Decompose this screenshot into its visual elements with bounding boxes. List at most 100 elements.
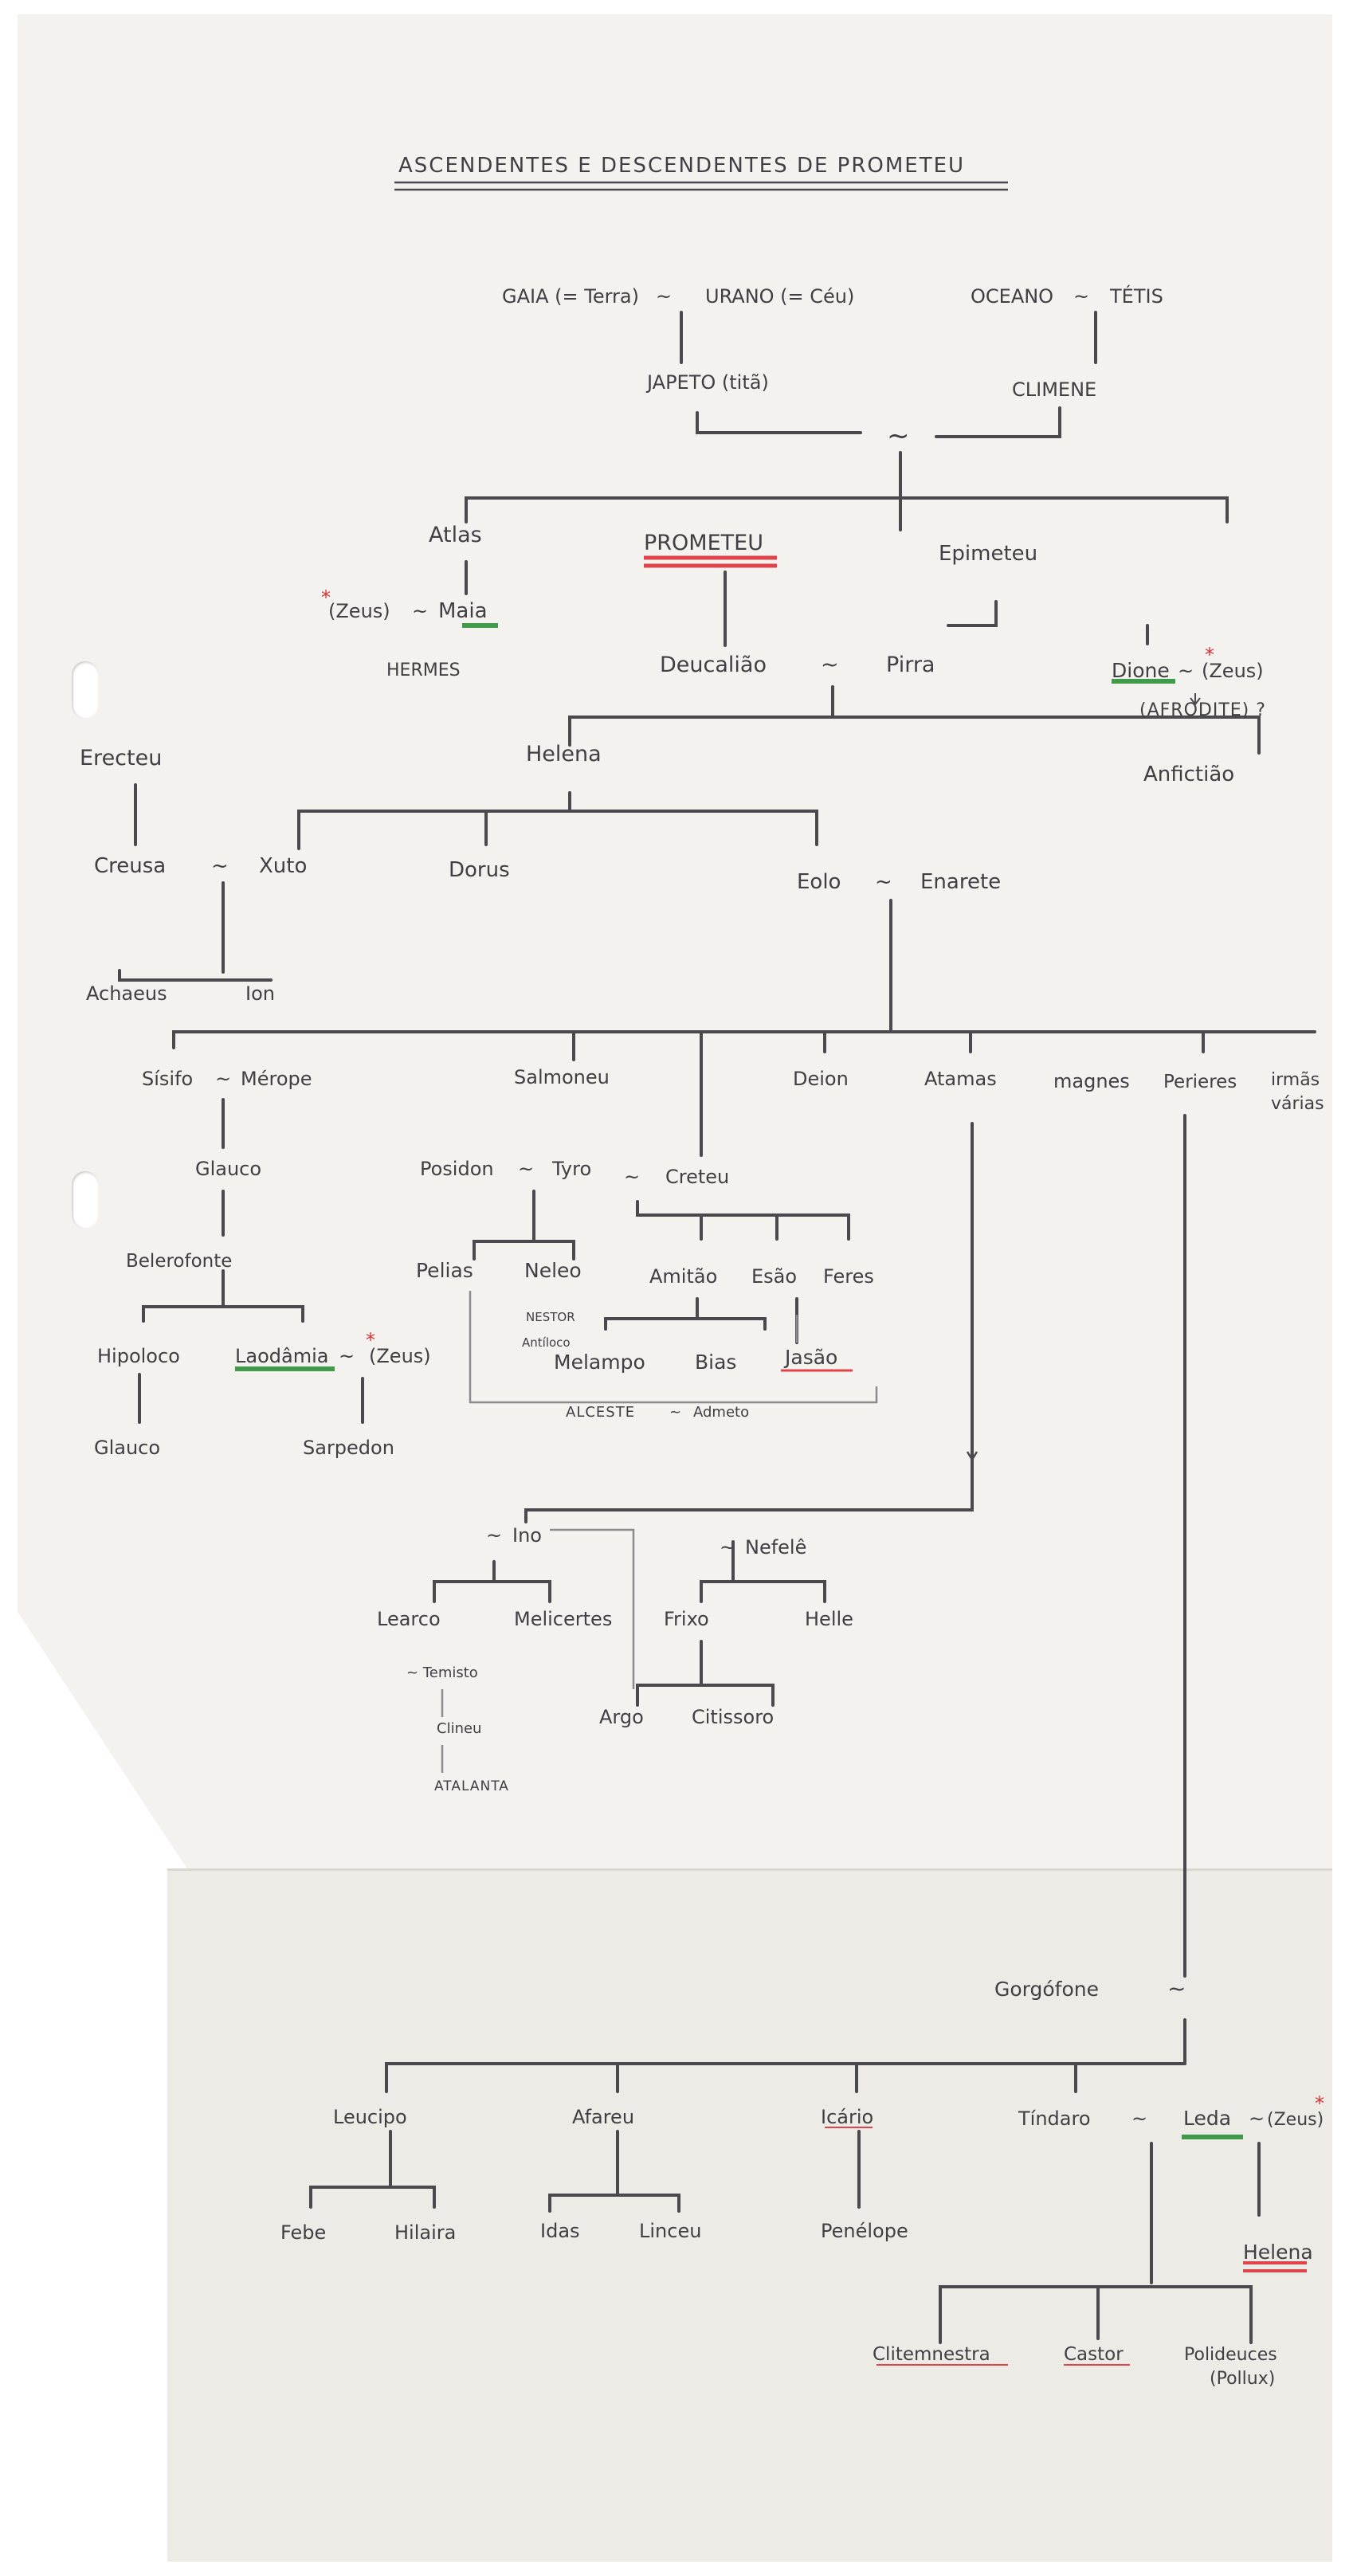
node-penelope: Penélope: [821, 2220, 908, 2242]
node-posidon: Posidon: [420, 1158, 494, 1180]
node-hilaira: Hilaira: [394, 2221, 456, 2244]
asterisk-icon: *: [321, 586, 331, 609]
node-perieres: Perieres: [1163, 1072, 1237, 1092]
node-tetis: TÉTIS: [1109, 284, 1163, 308]
node-esao: Esão: [751, 1265, 797, 1288]
node-creusa: Creusa: [94, 854, 166, 878]
tree-lines: [118, 311, 1316, 2344]
node-castor: Castor: [1064, 2344, 1124, 2365]
node-leucipo: Leucipo: [333, 2106, 407, 2128]
node-antiloco: Antíloco: [522, 1335, 571, 1350]
node-bias: Bias: [695, 1351, 736, 1374]
node-belerofonte: Belerofonte: [126, 1251, 232, 1272]
node-xuto: Xuto: [259, 854, 307, 878]
node-admeto: Admeto: [693, 1404, 749, 1421]
node-magnes: magnes: [1053, 1070, 1130, 1092]
node-deucaliao: Deucalião: [660, 653, 767, 677]
node-jasao: Jasão: [783, 1346, 837, 1369]
underline-marks: [235, 555, 1307, 2366]
node-icario: Icário: [821, 2106, 873, 2128]
node-gaia: GAIA (= Terra): [502, 285, 639, 308]
node-polideuces: Polideuces: [1184, 2345, 1277, 2365]
node-maia: Maia: [438, 599, 488, 623]
node-deion: Deion: [793, 1068, 849, 1090]
node-learco: Learco: [377, 1608, 441, 1630]
node-gorgofone: Gorgófone: [994, 1978, 1099, 2001]
node-idas: Idas: [540, 2220, 580, 2242]
node-irmas: irmãs: [1271, 1070, 1320, 1090]
node-tyro: Tyro: [551, 1158, 591, 1180]
node-salmoneu: Salmoneu: [514, 1066, 610, 1088]
asterisk-marks: * * * *: [321, 586, 1324, 2115]
node-urano: URANO (= Céu): [705, 285, 854, 308]
node-feres: Feres: [823, 1265, 874, 1288]
node-dorus: Dorus: [449, 858, 510, 882]
node-helena: Helena: [1243, 2241, 1313, 2264]
marriage-tilde: ~: [486, 1524, 502, 1547]
node-oceano: OCEANO: [971, 285, 1053, 308]
paper-lower-sheet: [167, 1868, 1332, 2562]
paper-upper-sheet: [18, 14, 1332, 1883]
marriage-tilde: ~: [1178, 660, 1194, 682]
node-dione: Dione: [1112, 659, 1170, 682]
node-laodamia: Laodâmia: [235, 1345, 328, 1367]
arrow-down-icon: [966, 1451, 978, 1462]
asterisk-icon: *: [366, 1329, 375, 1351]
punch-hole-icon: [72, 1171, 99, 1229]
node-argo: Argo: [599, 1706, 644, 1728]
marriage-tilde: ~: [1167, 1975, 1186, 2002]
node-zeus: (Zeus): [328, 600, 390, 622]
marriage-tilde: ~: [1073, 285, 1089, 308]
node-tindaro: Tíndaro: [1018, 2107, 1091, 2130]
node-leda: Leda: [1183, 2107, 1231, 2130]
node-japeto: JAPETO (titã): [645, 371, 769, 394]
marriage-tilde: ~: [720, 1536, 735, 1559]
marriage-tilde: ~: [339, 1345, 355, 1367]
arrow-down-icon: [1190, 693, 1201, 706]
node-hermes: HERMES: [386, 661, 461, 680]
node-neleo: Neleo: [524, 1259, 582, 1282]
node-melicertes: Melicertes: [514, 1608, 612, 1630]
node-varias: várias: [1271, 1094, 1324, 1114]
node-helena: Helena: [526, 742, 602, 767]
arrow-marks: [966, 693, 1201, 1462]
marriage-tilde: ~: [518, 1158, 534, 1180]
node-alceste: ALCESTE: [566, 1404, 635, 1421]
marriage-tilde: ~: [215, 1068, 231, 1090]
node-afareu: Afareu: [572, 2106, 634, 2128]
node-sisifo: Sísifo: [142, 1068, 193, 1090]
node-nefele: Nefelê: [745, 1536, 806, 1559]
node-pirra: Pirra: [886, 653, 935, 677]
node-erecteu: Erecteu: [80, 746, 162, 770]
node-atamas: Atamas: [924, 1068, 997, 1090]
node-helle: Helle: [805, 1608, 853, 1630]
node-melampo: Melampo: [554, 1351, 645, 1374]
marriage-tilde: ~: [669, 1404, 681, 1421]
node-frixo: Frixo: [664, 1608, 709, 1630]
node-anfictiao: Anfictião: [1143, 763, 1234, 786]
node-afrodite: (AFRODITE) ?: [1139, 700, 1266, 720]
punch-hole-icon: [72, 661, 99, 719]
marriage-tilde: ~: [624, 1166, 640, 1188]
node-epimeteu: Epimeteu: [939, 542, 1037, 566]
asterisk-icon: *: [1205, 644, 1214, 666]
node-hipoloco: Hipoloco: [97, 1345, 180, 1367]
marriage-tilde: ~: [1131, 2107, 1147, 2130]
node-glauco: Glauco: [195, 1158, 261, 1180]
node-ino: Ino: [512, 1524, 542, 1547]
asterisk-icon: *: [1315, 2092, 1324, 2115]
node-creteu: Creteu: [665, 1166, 729, 1188]
node-amitao: Amitão: [649, 1265, 717, 1288]
node-atalanta: ATALANTA: [434, 1778, 509, 1794]
marriage-tilde: ~: [1249, 2107, 1265, 2130]
node-febe: Febe: [280, 2221, 326, 2244]
node-zeus: (Zeus): [1267, 2110, 1324, 2130]
node-enarete: Enarete: [920, 870, 1001, 894]
node-ion: Ion: [245, 982, 275, 1005]
node-citissoro: Citissoro: [692, 1706, 774, 1728]
node-merope: Mérope: [241, 1068, 312, 1090]
node-prometeu: PROMETEU: [644, 531, 763, 555]
marriage-tilde: ~: [211, 854, 229, 878]
node-climene: CLIMENE: [1012, 378, 1096, 401]
